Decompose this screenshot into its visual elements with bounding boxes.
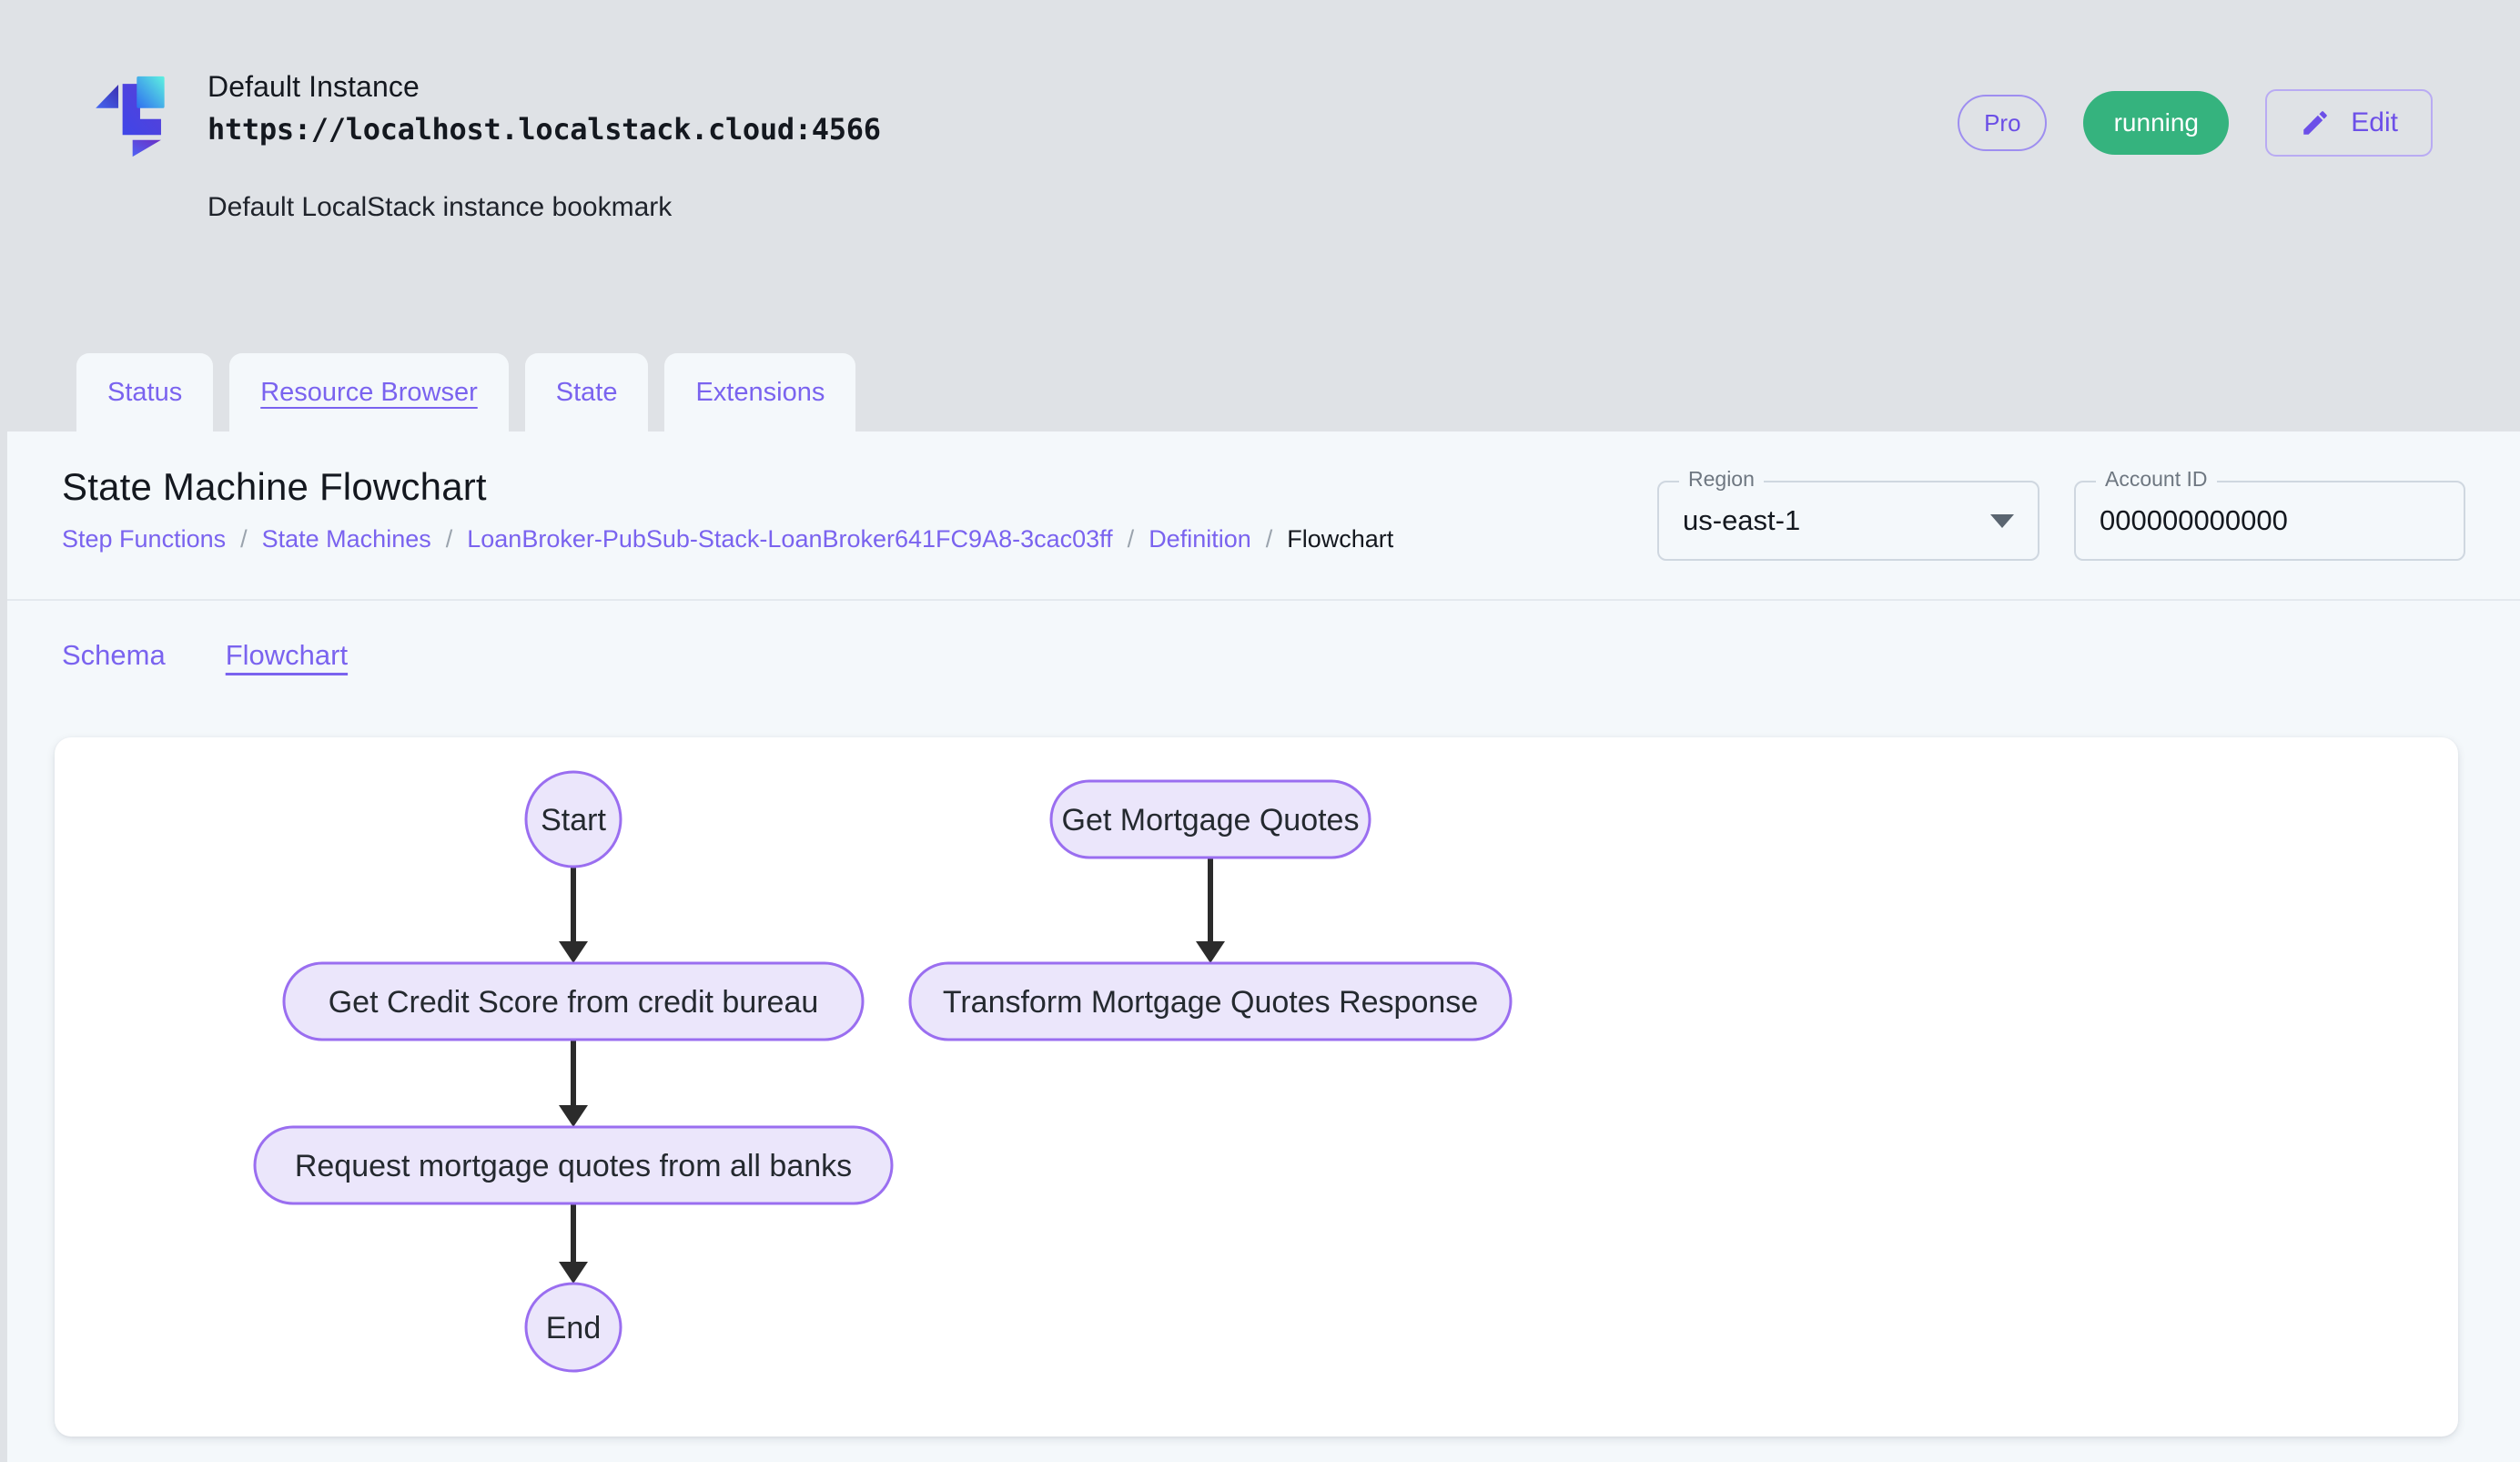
flowchart-edge xyxy=(1196,858,1225,963)
instance-header: Default Instance https://localhost.local… xyxy=(0,0,2520,346)
page-title: State Machine Flowchart xyxy=(62,465,487,508)
flowchart-node-getquotes[interactable]: Get Mortgage Quotes xyxy=(1049,779,1371,859)
tab-resource-browser[interactable]: Resource Browser xyxy=(229,353,509,431)
breadcrumb-state-machines[interactable]: State Machines xyxy=(261,525,431,553)
page-header-left: State Machine Flowchart Step Functions /… xyxy=(62,464,1393,554)
node-label: Request mortgage quotes from all banks xyxy=(295,1149,852,1183)
instance-text-block: Default Instance https://localhost.local… xyxy=(207,64,881,225)
flowchart-edge xyxy=(559,867,588,963)
breadcrumb-separator: / xyxy=(240,525,248,553)
sub-tabs: Schema Flowchart xyxy=(7,601,2520,710)
edge-arrowhead xyxy=(559,1262,588,1284)
account-id-label: Account ID xyxy=(2096,469,2217,490)
node-label: End xyxy=(546,1311,602,1345)
main-tabs: Status Resource Browser State Extensions xyxy=(0,348,2520,431)
node-label: Start xyxy=(541,803,606,838)
instance-title: Default Instance xyxy=(207,70,420,103)
breadcrumb-definition[interactable]: Definition xyxy=(1149,525,1251,553)
tab-status[interactable]: Status xyxy=(76,353,214,431)
node-shape xyxy=(524,1282,622,1373)
breadcrumb: Step Functions / State Machines / LoanBr… xyxy=(62,524,1393,553)
flowchart-node-start[interactable]: Start xyxy=(524,770,622,868)
breadcrumb-state-machine-name[interactable]: LoanBroker-PubSub-Stack-LoanBroker641FC9… xyxy=(467,525,1113,553)
node-shape xyxy=(253,1125,894,1205)
region-select-label: Region xyxy=(1679,469,1764,490)
tab-state[interactable]: State xyxy=(524,353,649,431)
breadcrumb-separator: / xyxy=(1127,525,1135,553)
breadcrumb-separator: / xyxy=(1265,525,1273,553)
account-id-field[interactable]: Account ID 000000000000 xyxy=(2074,469,2465,561)
localstack-logo-icon xyxy=(96,76,165,157)
flowchart-node-credit[interactable]: Get Credit Score from credit bureau xyxy=(282,961,865,1041)
page-header: State Machine Flowchart Step Functions /… xyxy=(7,431,2520,601)
breadcrumb-step-functions[interactable]: Step Functions xyxy=(62,525,227,553)
subtab-flowchart[interactable]: Flowchart xyxy=(225,639,349,671)
edit-button[interactable]: Edit xyxy=(2265,89,2433,157)
page-header-fields: Region us-east-1 Account ID 000000000000 xyxy=(1657,464,2465,561)
status-badge[interactable]: running xyxy=(2083,91,2230,155)
chevron-down-icon xyxy=(1990,513,2014,528)
breadcrumb-flowchart: Flowchart xyxy=(1287,525,1394,553)
flowchart-edge xyxy=(559,1203,588,1284)
region-select-value: us-east-1 xyxy=(1683,504,1801,536)
edge-arrowhead xyxy=(559,1105,588,1127)
node-label: Get Mortgage Quotes xyxy=(1062,803,1360,838)
instance-url: https://localhost.localstack.cloud:4566 xyxy=(207,111,881,147)
tab-status-label: Status xyxy=(107,377,183,407)
flowchart-node-end[interactable]: End xyxy=(524,1282,622,1373)
instance-description: Default LocalStack instance bookmark xyxy=(207,191,673,222)
tab-state-label: State xyxy=(555,377,618,407)
edge-arrowhead xyxy=(559,941,588,963)
tab-resource-browser-label: Resource Browser xyxy=(260,377,478,407)
node-shape xyxy=(908,961,1513,1041)
subtab-schema[interactable]: Schema xyxy=(62,639,166,671)
breadcrumb-separator: / xyxy=(445,525,453,553)
node-shape xyxy=(524,770,622,868)
instance-actions: Pro running Edit xyxy=(1958,64,2433,157)
edge-arrowhead xyxy=(1196,941,1225,963)
region-select[interactable]: Region us-east-1 xyxy=(1657,469,2039,561)
flowchart-edge xyxy=(559,1040,588,1127)
flowchart-node-request[interactable]: Request mortgage quotes from all banks xyxy=(253,1125,894,1205)
node-label: Transform Mortgage Quotes Response xyxy=(943,985,1478,1020)
instance-info: Default Instance https://localhost.local… xyxy=(87,64,881,225)
pencil-icon xyxy=(2303,111,2328,135)
account-id-value: 000000000000 xyxy=(2100,504,2288,536)
node-label: Get Credit Score from credit bureau xyxy=(329,985,819,1020)
flowchart-node-transform[interactable]: Transform Mortgage Quotes Response xyxy=(908,961,1513,1041)
edit-button-label: Edit xyxy=(2351,107,2398,137)
node-shape xyxy=(282,961,865,1041)
tab-extensions[interactable]: Extensions xyxy=(664,353,856,431)
node-shape xyxy=(1049,779,1371,859)
pro-badge[interactable]: Pro xyxy=(1958,95,2048,151)
tab-extensions-label: Extensions xyxy=(695,377,825,407)
flowchart-edges xyxy=(559,858,1225,1284)
